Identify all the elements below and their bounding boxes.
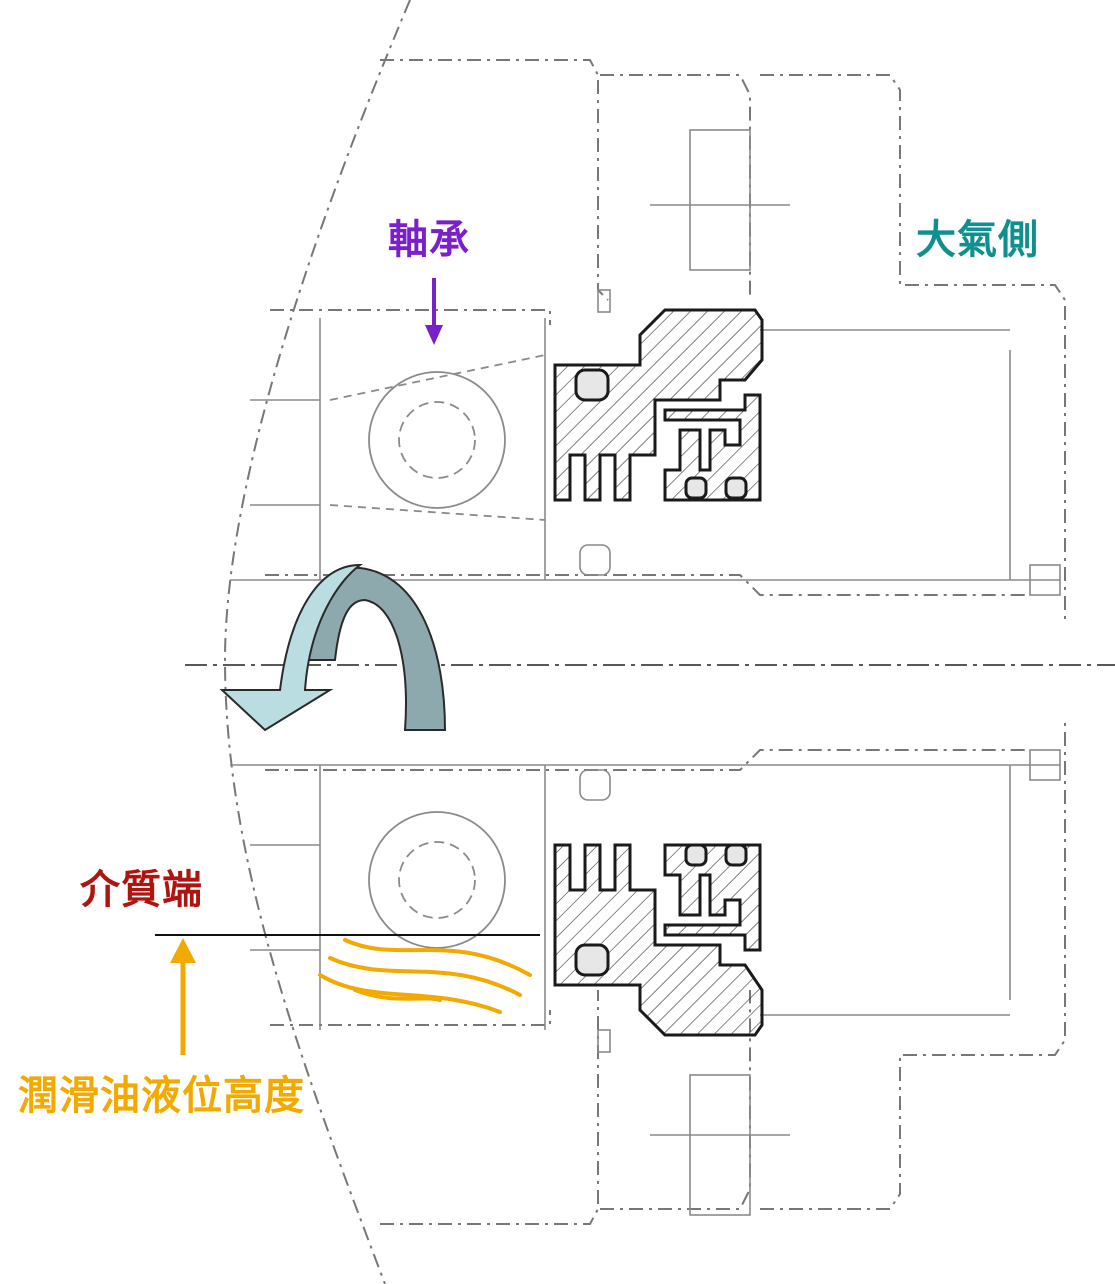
bearing-lower [368, 811, 506, 949]
bearing-label: 軸承 [388, 217, 470, 263]
seal-lower-orings [574, 843, 748, 977]
seal-upper-orings [574, 368, 748, 500]
structure-lines [230, 129, 1061, 1216]
oil-up-arrow-icon [170, 938, 196, 1055]
bearing-down-arrow-icon [425, 278, 443, 345]
oil-wave-icon [318, 938, 532, 1014]
oil-level-label: 潤滑油液位高度 [18, 1073, 305, 1119]
media-end-label: 介質端 [80, 867, 203, 913]
rotation-arrow-icon [219, 563, 447, 732]
bearing-upper [329, 354, 546, 521]
seal-upper [553, 308, 764, 502]
seal-lower [553, 843, 764, 1037]
casing-outline [223, 0, 411, 1284]
atmosphere-side-label: 大氣側 [916, 217, 1039, 263]
